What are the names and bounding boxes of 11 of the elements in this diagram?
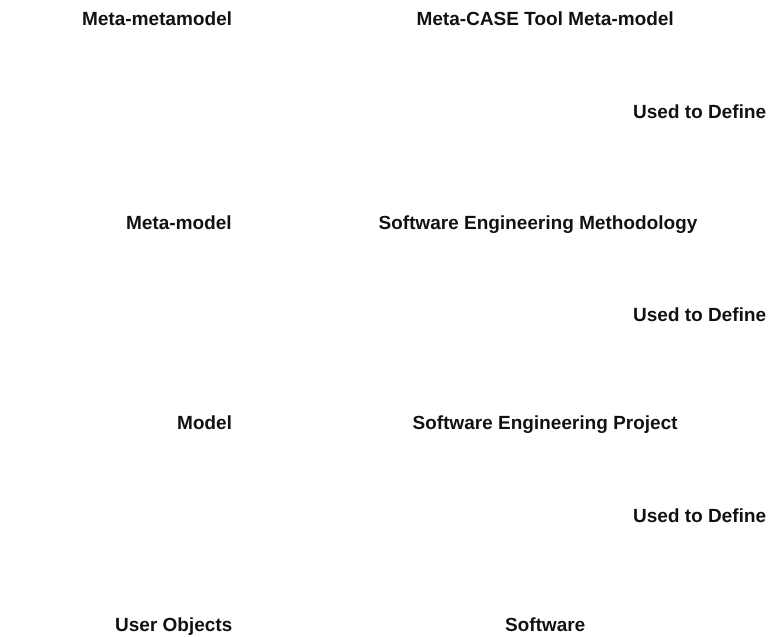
level-label: Meta-model: [126, 213, 232, 235]
level-label: Model: [177, 413, 232, 435]
layer-name: Software Engineering Methodology: [378, 213, 698, 235]
level-label: User Objects: [115, 615, 232, 637]
relation-label: Used to Define: [633, 102, 766, 124]
level-label: Meta-metamodel: [82, 9, 232, 31]
layer-name: Meta-CASE Tool Meta-model: [416, 9, 674, 31]
relation-label: Used to Define: [633, 506, 766, 528]
relation-label: Used to Define: [633, 305, 766, 327]
layer-name: Software Engineering Project: [412, 413, 678, 435]
layer-name: Software: [505, 615, 586, 637]
